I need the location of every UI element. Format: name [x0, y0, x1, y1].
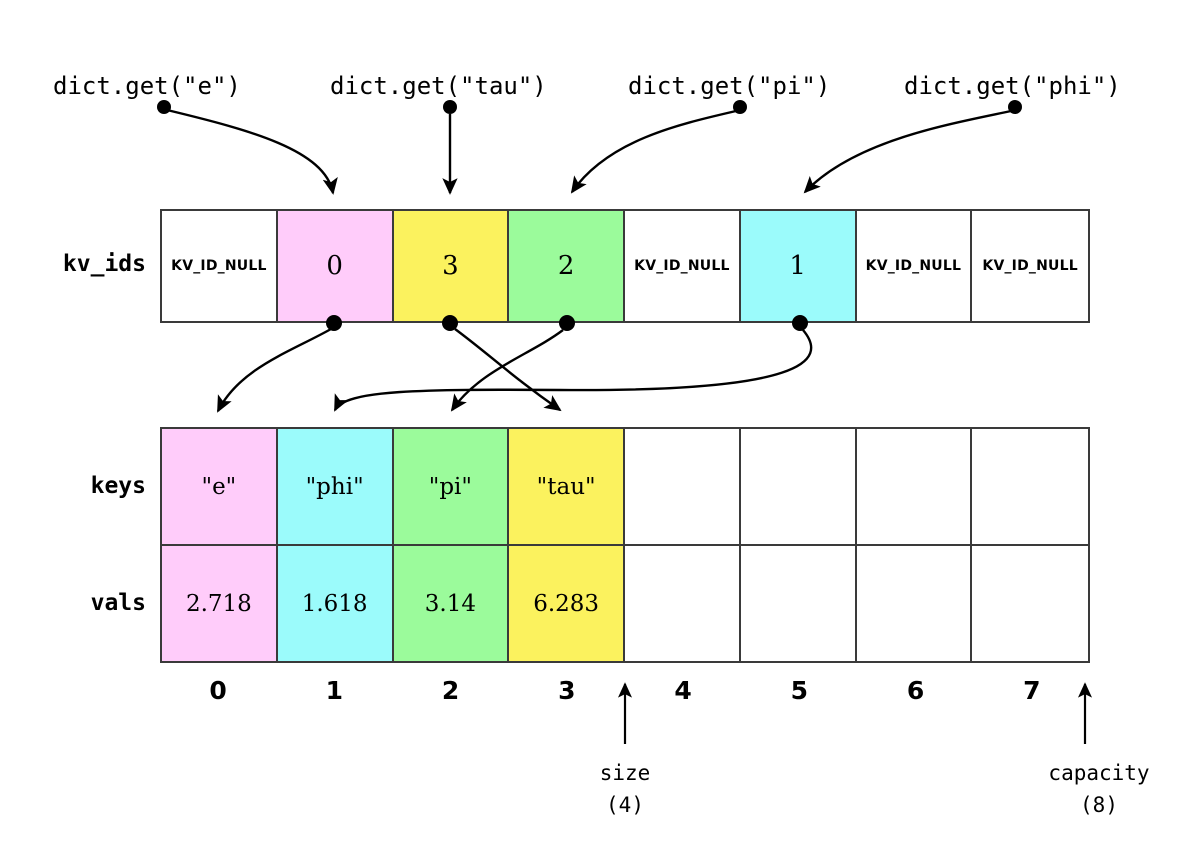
kv-ids-cell-value-7: KV_ID_NULL: [982, 258, 1078, 274]
vals-cell-7: [972, 546, 1088, 661]
vals-row: 2.718 1.618 3.14 6.283: [162, 546, 1088, 661]
capacity-marker-label: capacity: [1048, 761, 1150, 785]
kv-ids-cell-7: KV_ID_NULL: [972, 211, 1088, 321]
kv-ids-cell-value-2: 3: [442, 251, 459, 281]
index-number-1: 1: [325, 676, 344, 705]
keys-cell-3: "tau": [509, 429, 625, 544]
vals-cell-value-1: 1.618: [301, 590, 368, 617]
index-number-5: 5: [790, 676, 809, 705]
vals-cell-6: [856, 546, 973, 661]
kv-ids-cell-2: 3: [393, 211, 510, 321]
vals-cell-4: [625, 546, 741, 661]
keys-cell-0: "e": [162, 429, 278, 544]
kv-ids-cell-value-0: KV_ID_NULL: [171, 258, 267, 274]
kv-ids-cell-value-5: 1: [789, 251, 806, 281]
call-label-tau: dict.get("tau"): [330, 72, 547, 100]
connector-call-pi-to-slot3: [570, 109, 737, 194]
vals-cell-5: [740, 546, 857, 661]
kv-ids-cell-value-1: 0: [326, 251, 343, 281]
kv-ids-cell-4: KV_ID_NULL: [625, 211, 741, 321]
call-dot-e: [157, 100, 171, 114]
keys-cell-5: [740, 429, 857, 544]
vals-cell-1: 1.618: [277, 546, 394, 661]
keys-cell-6: [856, 429, 973, 544]
index-number-2: 2: [441, 676, 460, 705]
keys-cell-value-3: "tau": [536, 473, 596, 500]
kv-ids-cell-5: 1: [740, 211, 857, 321]
kv-ids-array: KV_ID_NULL 0 3 2 KV_ID_NULL 1 KV_ID_NULL KV_ID_…: [160, 209, 1090, 323]
vals-cell-2: 3.14: [393, 546, 510, 661]
kv-ids-cell-value-4: KV_ID_NULL: [634, 258, 730, 274]
vals-cell-value-2: 3.14: [424, 590, 476, 617]
connector-slot3-to-entry2: [450, 329, 564, 412]
index-number-3: 3: [558, 676, 576, 705]
vals-cell-value-0: 2.718: [185, 590, 252, 617]
call-dot-tau: [443, 100, 457, 114]
connector-call-e-to-slot1: [166, 108, 338, 195]
call-label-phi: dict.get("phi"): [904, 72, 1121, 100]
keys-cell-value-2: "pi": [428, 473, 472, 500]
vals-cell-value-3: 6.283: [533, 590, 600, 617]
keys-vals-table: "e" "phi" "pi" "tau" 2.718 1.618 3.14 6.283: [160, 427, 1090, 663]
keys-cell-7: [972, 429, 1088, 544]
row-label-kv-ids: kv_ids: [62, 251, 146, 277]
kv-ids-cell-3: 2: [509, 211, 625, 321]
keys-cell-value-0: "e": [201, 473, 237, 500]
connector-call-phi-to-slot5: [803, 109, 1012, 194]
row-label-keys: keys: [90, 473, 146, 499]
call-dot-phi: [1008, 100, 1022, 114]
keys-cell-2: "pi": [393, 429, 510, 544]
connector-slot2-to-entry3: [454, 328, 562, 412]
connector-slot1-to-entry0: [216, 327, 332, 413]
index-number-0: 0: [209, 676, 227, 705]
size-marker-value: (4): [606, 793, 644, 817]
keys-row: "e" "phi" "pi" "tau": [162, 429, 1088, 546]
keys-cell-1: "phi": [277, 429, 394, 544]
kv-ids-cell-value-6: KV_ID_NULL: [865, 258, 962, 274]
kv-ids-cell-value-3: 2: [557, 251, 575, 281]
size-marker-label: size: [599, 761, 651, 785]
kv-ids-cell-1: 0: [277, 211, 394, 321]
call-label-pi: dict.get("pi"): [628, 72, 831, 100]
call-dot-pi: [733, 100, 747, 114]
row-label-vals: vals: [90, 590, 146, 616]
index-number-6: 6: [906, 676, 925, 705]
keys-cell-value-1: "phi": [305, 473, 364, 500]
index-number-4: 4: [674, 676, 692, 705]
vals-cell-3: 6.283: [509, 546, 625, 661]
keys-cell-4: [625, 429, 741, 544]
connector-slot5-to-entry1: [333, 329, 813, 412]
vals-cell-0: 2.718: [162, 546, 278, 661]
index-number-7: 7: [1023, 676, 1041, 705]
kv-ids-cell-0: KV_ID_NULL: [162, 211, 278, 321]
kv-ids-cell-6: KV_ID_NULL: [856, 211, 973, 321]
capacity-marker-value: (8): [1080, 793, 1118, 817]
call-label-e: dict.get("e"): [53, 72, 241, 100]
